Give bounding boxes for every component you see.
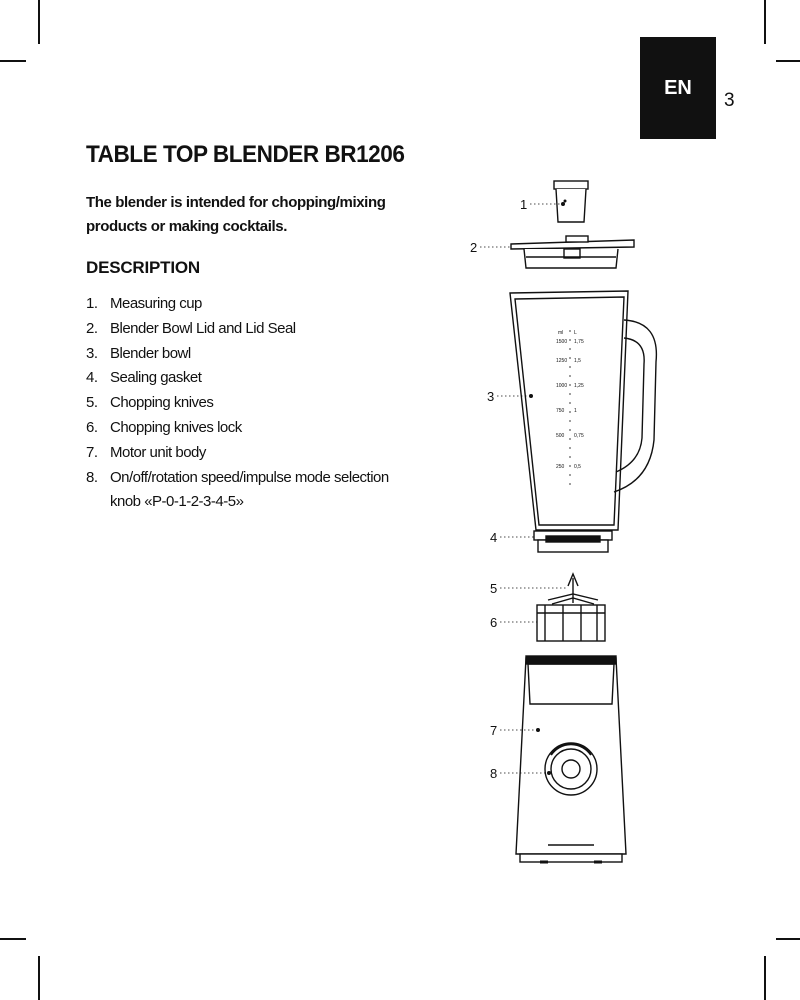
callout-number: 6 xyxy=(490,615,497,630)
scale-label-left: 1000 xyxy=(556,383,567,389)
scale-label-right: 0,5 xyxy=(574,464,581,470)
knives-lock xyxy=(536,604,606,642)
crop-mark xyxy=(38,0,40,44)
scale-label-right: 1,75 xyxy=(574,339,584,345)
scale-label-right: L xyxy=(574,330,577,336)
callout-number: 7 xyxy=(490,723,497,738)
callout-number: 4 xyxy=(490,530,497,545)
blender-bowl xyxy=(509,290,658,531)
list-item: 1. Measuring cup xyxy=(86,292,410,317)
language-tab: EN xyxy=(640,37,716,139)
scale-label-left: 1250 xyxy=(556,358,567,364)
item-number: 3. xyxy=(86,344,98,362)
item-text: Sealing gasket xyxy=(110,369,202,387)
callout-dots xyxy=(529,202,565,775)
item-text: Motor unit body xyxy=(110,443,206,461)
crop-mark xyxy=(0,60,26,62)
list-item: 8. On/off/rotation speed/impulse mode sel… xyxy=(86,466,410,516)
callout-leaders xyxy=(480,203,566,774)
item-text: Chopping knives lock xyxy=(110,418,242,436)
measuring-cup xyxy=(553,180,589,223)
scale-label-right: 1 xyxy=(574,408,577,414)
bowl-lid xyxy=(510,235,635,269)
item-number: 4. xyxy=(86,369,98,387)
chopping-knives xyxy=(547,572,599,605)
item-number: 5. xyxy=(86,394,98,412)
list-item: 3. Blender bowl xyxy=(86,342,410,367)
sealing-gasket xyxy=(533,530,613,553)
crop-mark xyxy=(38,956,40,1000)
callout-numbers: 1 2 3 4 5 6 7 8 xyxy=(470,197,527,781)
parts-list: 1. Measuring cup 2. Blender Bowl Lid and L… xyxy=(86,292,410,515)
description-heading: DESCRIPTION xyxy=(86,258,200,277)
item-number: 6. xyxy=(86,418,98,436)
item-text: On/off/rotation speed/impulse mode selec… xyxy=(110,468,389,511)
list-item: 2. Blender Bowl Lid and Lid Seal xyxy=(86,317,410,342)
crop-mark xyxy=(0,938,26,940)
scale-label-right: 1,5 xyxy=(574,358,581,364)
list-item: 5. Chopping knives xyxy=(86,391,410,416)
callout-number: 2 xyxy=(470,240,477,255)
list-item: 6. Chopping knives lock xyxy=(86,416,410,441)
scale-label-left: 250 xyxy=(556,464,565,470)
item-text: Blender Bowl Lid and Lid Seal xyxy=(110,319,296,337)
page-number: 3 xyxy=(724,90,735,111)
scale-label-right: 0,75 xyxy=(574,433,584,439)
bowl-scale: ml L 1500 1,75 1250 1,5 1000 1,25 750 1 … xyxy=(556,330,584,470)
item-text: Measuring cup xyxy=(110,295,202,312)
crop-mark xyxy=(764,0,766,44)
item-number: 7. xyxy=(86,443,98,461)
crop-mark xyxy=(776,60,800,62)
callout-number: 3 xyxy=(487,389,494,404)
intro-text: The blender is intended for chopping/mix… xyxy=(86,194,386,235)
scale-label-left: 750 xyxy=(556,408,565,414)
crop-mark xyxy=(764,956,766,1000)
scale-label-left: 500 xyxy=(556,433,565,439)
page-title: TABLE TOP BLENDER BR1206 xyxy=(86,141,405,168)
callout-number: 8 xyxy=(490,766,497,781)
item-text: Chopping knives xyxy=(110,394,214,412)
scale-label-left: 1500 xyxy=(556,339,567,345)
scale-label-left: ml xyxy=(558,330,563,336)
callout-number: 5 xyxy=(490,581,497,596)
scale-label-right: 1,25 xyxy=(574,383,584,389)
callout-number: 1 xyxy=(520,197,527,212)
item-text: Blender bowl xyxy=(110,344,191,362)
item-number: 1. xyxy=(86,295,98,312)
list-item: 7. Motor unit body xyxy=(86,441,410,466)
item-number: 8. xyxy=(86,468,98,486)
item-number: 2. xyxy=(86,319,98,337)
control-knob xyxy=(544,742,598,796)
crop-mark xyxy=(776,938,800,940)
list-item: 4. Sealing gasket xyxy=(86,366,410,391)
